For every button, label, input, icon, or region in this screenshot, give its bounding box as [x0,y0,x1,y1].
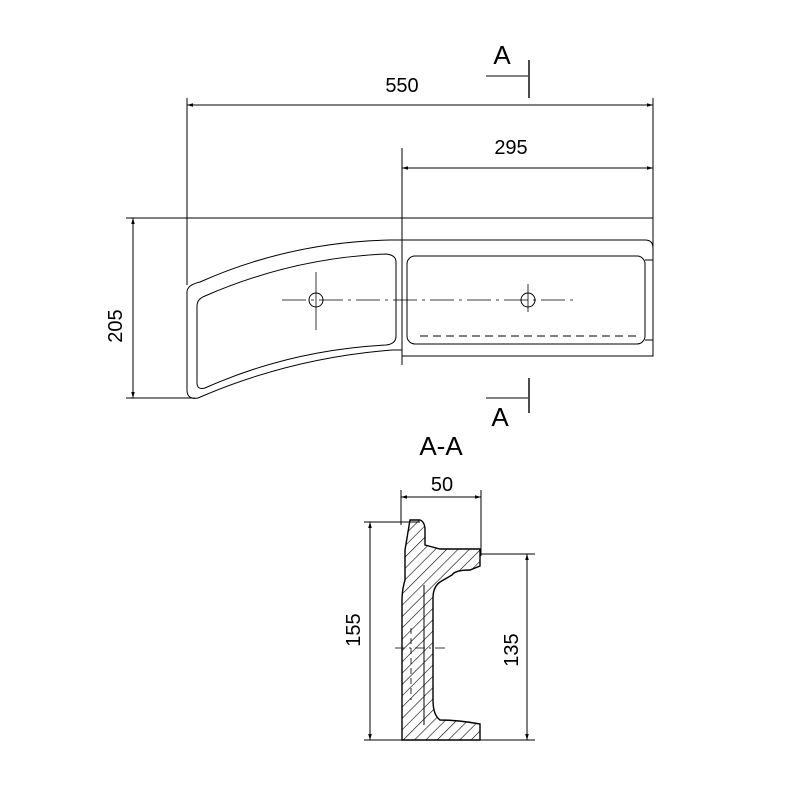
dim-inner-width: 295 [494,137,527,159]
section-profile [401,519,481,741]
dim-section-width: 50 [431,474,453,496]
dim-section-height-inner: 135 [501,633,523,666]
right-body-outer [402,239,654,357]
dim-height: 205 [105,309,127,342]
section-marker-top-label: A [493,40,511,70]
dim-section-height-total: 155 [343,613,365,646]
section-marker-bottom-label: A [491,402,509,432]
section-title: A-A [419,431,463,461]
left-body-inner [196,253,397,389]
top-view [126,60,654,413]
section-view [364,490,535,741]
left-body-outer [186,239,403,399]
dim-overall-width: 550 [385,75,418,97]
